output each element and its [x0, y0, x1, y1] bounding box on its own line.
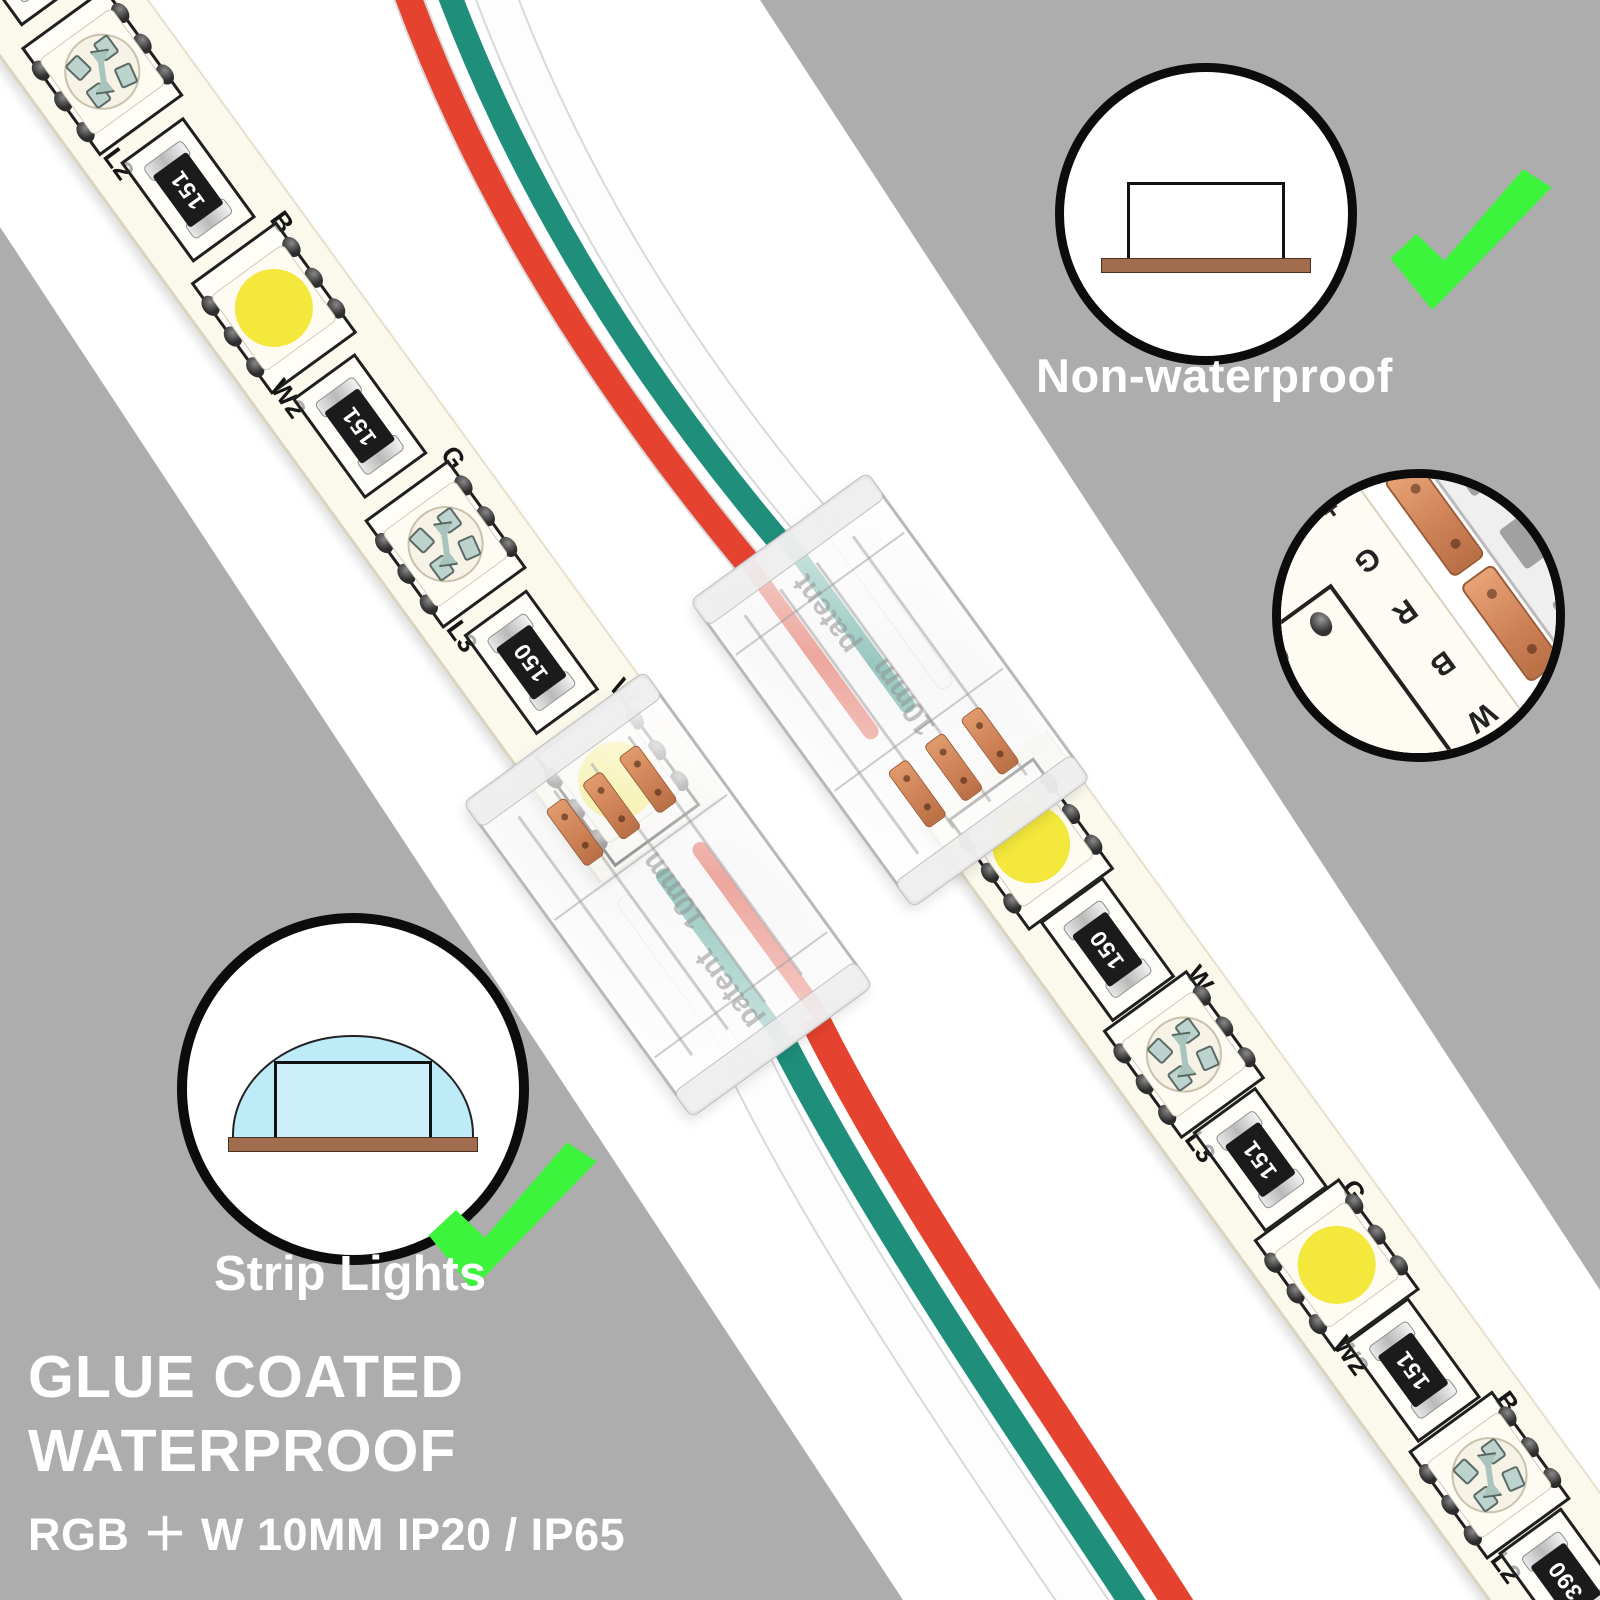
clamp-slot: [1497, 507, 1556, 570]
non-waterproof-label: Non-waterproof: [1036, 349, 1393, 402]
wire-green-top: [438, 0, 788, 548]
strip-cross-section: [1127, 182, 1285, 264]
workable-strip-icon: [177, 913, 529, 1265]
pin-label: R: [1385, 591, 1423, 631]
solder-pad: [1304, 607, 1337, 641]
footer-spec: RGB ＋ W 10MM IP20 / IP65: [28, 1509, 626, 1560]
pin-label: G: [1347, 538, 1386, 580]
pin-label: B: [1423, 643, 1461, 683]
pin-label: +: [1312, 490, 1347, 528]
workable-line1: Workable: [240, 1168, 460, 1222]
footer-line1: GLUE COATED: [28, 1344, 465, 1410]
pcb-bar: [228, 1137, 478, 1152]
pcb-bar: [1101, 258, 1311, 273]
checkmark-icon: [428, 1142, 597, 1290]
checkmark-icon: [1390, 169, 1552, 311]
rgb-led: L3: [364, 459, 528, 658]
pin-label: W: [1459, 695, 1503, 739]
footer-line2: WATERPROOF: [28, 1418, 457, 1484]
footer-text: GLUE COATED WATERPROOF RGB ＋ W 10MM IP20…: [28, 1340, 625, 1563]
non-waterproof-icon: [1055, 63, 1357, 365]
strip-cross-section: [274, 1061, 432, 1143]
workable-label: Workable Strip Lights: [150, 1156, 550, 1314]
wire-white-top: [477, 0, 824, 531]
workable-line2: Strip Lights: [213, 1247, 487, 1301]
